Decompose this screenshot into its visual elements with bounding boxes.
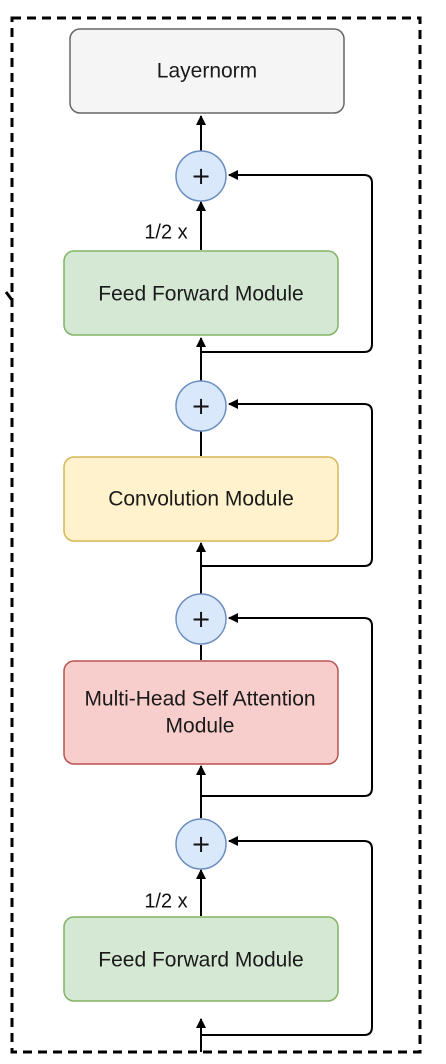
- block-boundary: [10, 16, 422, 1054]
- residual-connection-4: [201, 170, 373, 353]
- residual-connection-1: [201, 836, 373, 1036]
- convolution-module-label: Convolution Module: [108, 488, 294, 511]
- ffn-bottom-scale-label: 1/2 x: [144, 890, 187, 912]
- plus-icon: +: [191, 830, 211, 858]
- adder-3: +: [175, 593, 227, 645]
- feed-forward-module-top-label: Feed Forward Module: [98, 283, 303, 306]
- plus-icon: +: [191, 392, 211, 420]
- ffn-top-scale-label: 1/2 x: [144, 221, 187, 243]
- adder-1: +: [175, 150, 227, 202]
- adder-2: +: [175, 380, 227, 432]
- feed-forward-module-top: Feed Forward Module: [63, 250, 339, 336]
- feed-forward-module-bottom: Feed Forward Module: [63, 916, 339, 1002]
- mhsa-label-line-1: Multi-Head Self Attention: [84, 688, 315, 711]
- feed-forward-module-bottom-label: Feed Forward Module: [98, 949, 303, 972]
- adder-4: +: [175, 818, 227, 870]
- layernorm-box: Layernorm: [69, 28, 345, 114]
- layernorm-label: Layernorm: [157, 60, 257, 83]
- mhsa-label-line-2: Module: [166, 715, 235, 738]
- multi-head-self-attention-module: Multi-Head Self Attention Module: [63, 660, 339, 765]
- residual-connection-2: [201, 613, 373, 797]
- plus-icon: +: [191, 605, 211, 633]
- residual-connection-3: [201, 399, 373, 567]
- convolution-module: Convolution Module: [63, 456, 339, 542]
- plus-icon: +: [191, 162, 211, 190]
- block-boundary-corner-mark: [4, 291, 14, 301]
